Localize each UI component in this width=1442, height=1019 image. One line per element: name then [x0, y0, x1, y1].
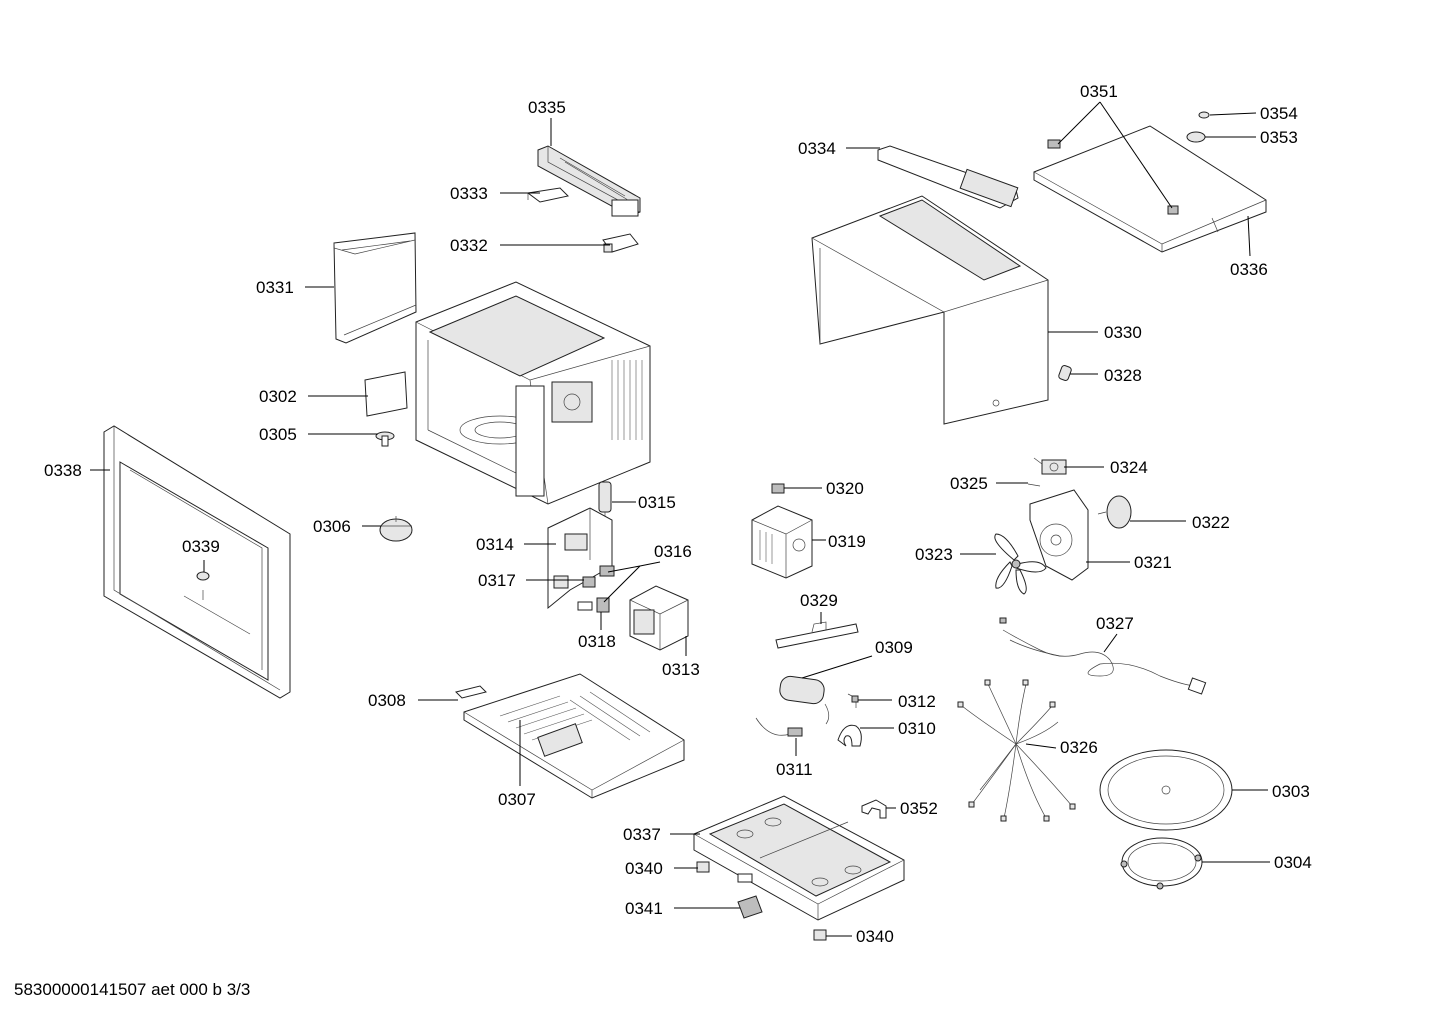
part-0332-clip: [602, 233, 639, 253]
part-0337-bottom-tray: [693, 795, 905, 921]
part-0319-magnetron: [751, 505, 813, 579]
callout-0337: 0337: [623, 825, 661, 844]
part-0303-glass-turntable: [1099, 749, 1233, 831]
callout-0321: 0321: [1134, 553, 1172, 572]
callout-0317: 0317: [478, 571, 516, 590]
callout-0304: 0304: [1274, 853, 1312, 872]
callout-0328: 0328: [1104, 366, 1142, 385]
callout-0318: 0318: [578, 632, 616, 651]
callout-0305: 0305: [259, 425, 297, 444]
callout-0333: 0333: [450, 184, 488, 203]
callout-0302: 0302: [259, 387, 297, 406]
callout-0351: 0351: [1080, 82, 1118, 101]
part-0312-diode: [847, 693, 859, 708]
callout-0341: 0341: [625, 899, 663, 918]
part-0315-filter: [598, 481, 612, 522]
callout-0330: 0330: [1104, 323, 1142, 342]
part-0331-side-panel: [333, 232, 417, 344]
part-0333-bracket: [526, 187, 570, 203]
part-0352-clip: [861, 799, 887, 819]
callout-0319: 0319: [828, 532, 866, 551]
callout-0353: 0353: [1260, 128, 1298, 147]
callout-0323: 0323: [915, 545, 953, 564]
callout-0326: 0326: [1060, 738, 1098, 757]
callout-0306: 0306: [313, 517, 351, 536]
callout-0303: 0303: [1272, 782, 1310, 801]
callout-0314: 0314: [476, 535, 514, 554]
part-0340-foot-a: [696, 861, 710, 873]
part-0329-bracket: [775, 621, 859, 649]
callout-0313: 0313: [662, 660, 700, 679]
callout-0331: 0331: [256, 278, 294, 297]
callout-0340-left: 0340: [625, 859, 663, 878]
callout-0336: 0336: [1230, 260, 1268, 279]
leader-lines: [90, 101, 1270, 937]
callout-0309: 0309: [875, 638, 913, 657]
callout-0352: 0352: [900, 799, 938, 818]
part-0313-transformer: [629, 585, 689, 651]
part-0334-duct-cover: [877, 145, 1019, 209]
part-0307-base-plate: [463, 673, 685, 799]
callout-0327: 0327: [1096, 614, 1134, 633]
callout-0315: 0315: [638, 493, 676, 512]
document-id-footer: 58300000141507 aet 000 b 3/3: [14, 980, 251, 999]
callout-0308: 0308: [368, 691, 406, 710]
part-0304-roller-ring: [1120, 837, 1203, 890]
part-0321-fan-bracket: [1029, 489, 1089, 581]
part-0324-thermostat: [1033, 457, 1067, 475]
part-0302-mica-cover: [364, 371, 408, 417]
callout-0310: 0310: [898, 719, 936, 738]
part-0340-foot-b: [813, 929, 827, 941]
part-0306-turntable-motor: [379, 516, 413, 542]
callout-0311: 0311: [776, 760, 813, 779]
callout-0339: 0339: [182, 537, 220, 556]
part-0309-capacitor: [779, 675, 830, 725]
callout-0322: 0322: [1192, 513, 1230, 532]
part-0323-fan-blade: [994, 533, 1047, 595]
part-0325-screw: [1027, 483, 1041, 487]
callout-0320: 0320: [826, 479, 864, 498]
callout-0307: 0307: [498, 790, 536, 809]
part-0308-bracket: [455, 685, 487, 699]
part-0311-wire: [755, 717, 803, 737]
callout-0329: 0329: [800, 591, 838, 610]
part-0338-door-frame: [103, 425, 291, 699]
part-0330-outer-case: [811, 195, 1049, 425]
part-0314-interlock-bracket: [547, 507, 613, 610]
part-0322-fan-motor: [1097, 495, 1132, 529]
part-0316-switch: [582, 565, 615, 588]
callout-0332: 0332: [450, 236, 488, 255]
part-0339-knob: [196, 571, 210, 600]
part-0335-heater-assembly: [537, 145, 641, 217]
callout-0334: 0334: [798, 139, 836, 158]
callout-0325: 0325: [950, 474, 988, 493]
callout-labels: 0335 0333 0332 0331 0302 0305 0338 0339 …: [44, 82, 1312, 946]
part-0320-fuse-holder: [771, 483, 785, 494]
callout-0340-bottom: 0340: [856, 927, 894, 946]
callout-0316: 0316: [654, 542, 692, 561]
callout-0354: 0354: [1260, 104, 1298, 123]
part-0336-top-cover: [1033, 125, 1267, 253]
callout-0324: 0324: [1110, 458, 1148, 477]
part-0354-screw: [1198, 111, 1210, 119]
part-0353-grommet: [1186, 131, 1206, 143]
part-0305-coupler: [375, 431, 395, 447]
callout-0335: 0335: [528, 98, 566, 117]
part-0326-wiring-harness: [957, 679, 1076, 822]
part-0341-foot: [737, 873, 763, 919]
part-0318-switch-lever: [577, 597, 610, 613]
part-0310-capacitor-clamp: [837, 724, 862, 747]
callout-0338: 0338: [44, 461, 82, 480]
part-0327-power-cord: [999, 617, 1207, 695]
part-cavity: [415, 281, 651, 505]
part-0328-lamp: [1058, 365, 1072, 381]
callout-0312: 0312: [898, 692, 936, 711]
